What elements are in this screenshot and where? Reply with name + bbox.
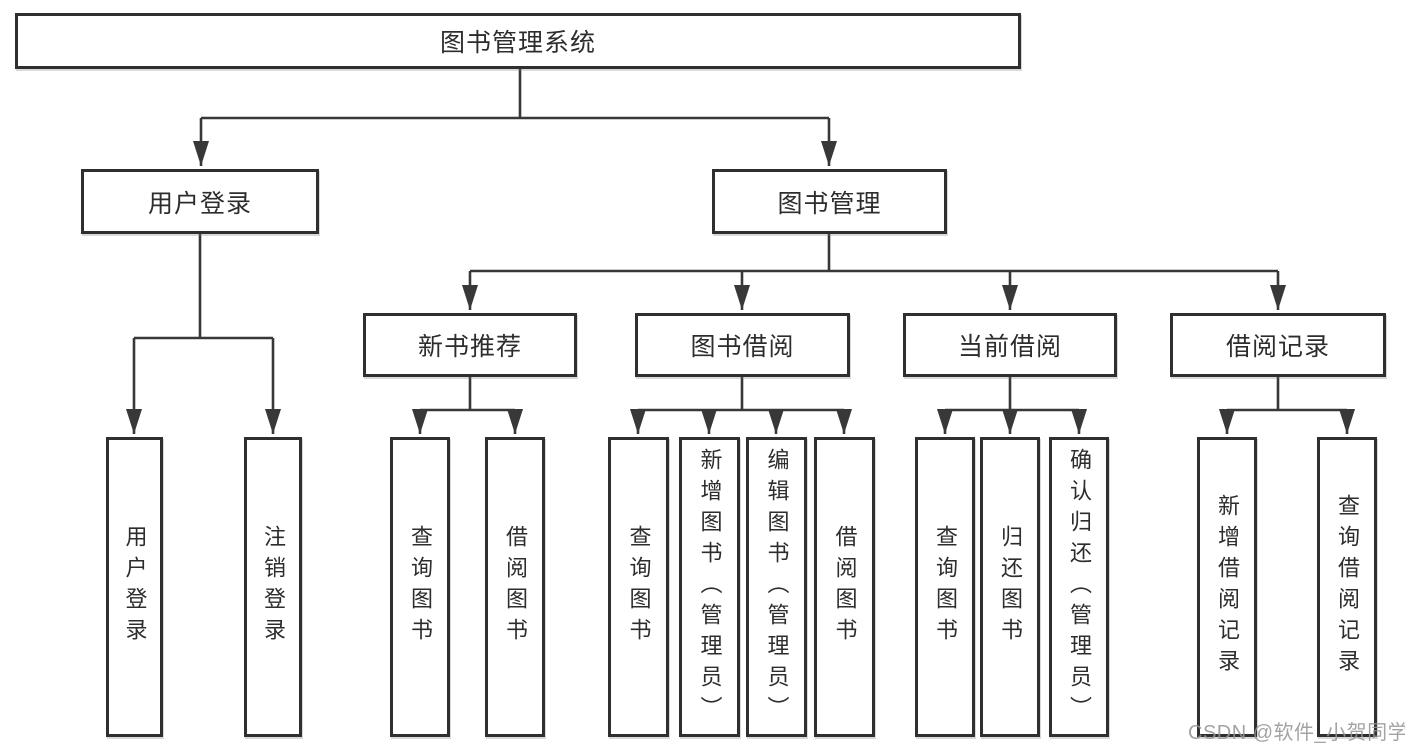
leaf-borrow-books-recommend-label: 借阅图书 [503,525,528,649]
leaf-query-books-recommend: 查询图书 [390,437,450,737]
node-book-borrowing: 图书借阅 [635,313,850,377]
leaf-logout-label: 注销登录 [261,525,286,649]
leaf-logout: 注销登录 [244,437,302,737]
node-root-label: 图书管理系统 [439,29,596,57]
leaf-confirm-return-admin-label: 确认归还（管理员） [1067,447,1092,727]
leaf-add-borrow-record: 新增借阅记录 [1197,437,1257,737]
node-root-system: 图书管理系统 [15,13,1021,69]
leaf-edit-books-admin: 编辑图书（管理员） [746,437,807,737]
csdn-watermark: CSDN @软件_小贺同学 [1188,722,1405,744]
node-current-borrowing: 当前借阅 [903,313,1117,377]
leaf-borrow-books-borrowing: 借阅图书 [814,437,875,737]
leaf-edit-books-admin-label: 编辑图书（管理员） [764,447,790,727]
leaf-borrow-books-recommend: 借阅图书 [485,437,545,737]
leaf-add-borrow-record-label: 新增借阅记录 [1215,494,1240,680]
leaf-return-books-label: 归还图书 [998,525,1023,649]
node-new-book-recommendation: 新书推荐 [363,313,577,377]
leaf-add-books-admin-label: 新增图书（管理员） [697,447,723,727]
leaf-return-books: 归还图书 [980,437,1040,737]
leaf-add-books-admin: 新增图书（管理员） [679,437,740,737]
node-user-login-label: 用户登录 [147,189,252,218]
leaf-query-books-recommend-label: 查询图书 [408,525,433,649]
leaf-query-books-borrowing: 查询图书 [608,437,669,737]
leaf-user-login: 用户登录 [106,437,163,737]
node-borrowing-records: 借阅记录 [1170,313,1386,377]
node-user-login: 用户登录 [81,169,319,234]
leaf-user-login-label: 用户登录 [122,525,148,649]
leaf-query-books-current-label: 查询图书 [933,525,958,649]
leaf-query-borrow-record: 查询借阅记录 [1317,437,1377,737]
leaf-query-borrow-record-label: 查询借阅记录 [1335,494,1360,680]
leaf-borrow-books-borrowing-label: 借阅图书 [832,525,858,649]
connector-arrows [126,118,1355,434]
node-current-borrowing-label: 当前借阅 [957,333,1062,361]
leaf-query-books-current: 查询图书 [915,437,975,737]
leaf-confirm-return-admin: 确认归还（管理员） [1049,437,1109,737]
node-book-management-label: 图书管理 [777,189,882,218]
leaf-query-books-borrowing-label: 查询图书 [626,525,652,649]
node-new-book-recommendation-label: 新书推荐 [417,333,522,361]
node-book-borrowing-label: 图书借阅 [690,333,795,361]
node-book-management: 图书管理 [712,169,947,234]
node-borrowing-records-label: 借阅记录 [1225,333,1330,361]
